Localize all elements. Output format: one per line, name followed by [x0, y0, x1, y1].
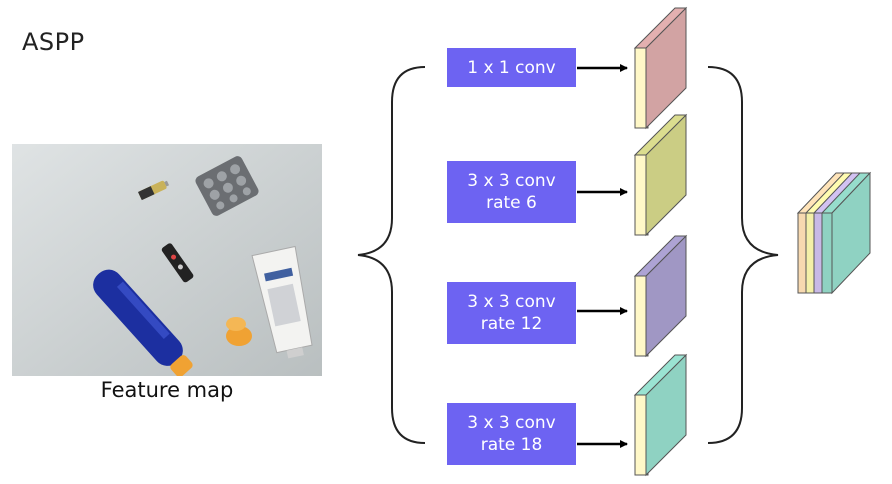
conv-box-rate: rate 18 — [480, 435, 543, 455]
right-brace — [707, 66, 779, 444]
feature-block-3 — [633, 234, 688, 358]
conv-box-label: 3 x 3 conv — [467, 171, 556, 191]
blue-bottle-object — [93, 269, 193, 376]
white-tube-object — [251, 245, 313, 359]
branch-blocks — [633, 6, 688, 477]
conv-box-rate-12: 3 x 3 conv rate 12 — [447, 282, 576, 344]
slide-title: ASPP — [22, 28, 85, 56]
conv-box-rate: rate 12 — [480, 314, 543, 334]
feature-block-4 — [633, 353, 688, 477]
conv-box-rate-18: 3 x 3 conv rate 18 — [447, 403, 576, 465]
feature-map-caption: Feature map — [100, 378, 234, 402]
output-feature-stack — [796, 171, 872, 295]
conv-box-label: 3 x 3 conv — [467, 292, 556, 312]
branch-arrows — [577, 64, 628, 448]
conv-box-1x1: 1 x 1 conv — [447, 48, 576, 87]
feature-map-image — [12, 144, 322, 376]
small-tube-object — [161, 243, 194, 283]
orange-cap-object — [226, 317, 252, 346]
output-layer-4 — [820, 171, 872, 295]
conv-box-label: 1 x 1 conv — [467, 57, 556, 78]
conv-box-rate: rate 6 — [486, 193, 537, 213]
feature-block-1 — [633, 6, 688, 130]
conv-box-rate-6: 3 x 3 conv rate 6 — [447, 161, 576, 223]
conv-box-label: 3 x 3 conv — [467, 413, 556, 433]
pill-pack-object — [195, 156, 259, 216]
battery-object — [138, 180, 170, 201]
left-brace — [357, 66, 426, 444]
feature-block-2 — [633, 113, 688, 237]
